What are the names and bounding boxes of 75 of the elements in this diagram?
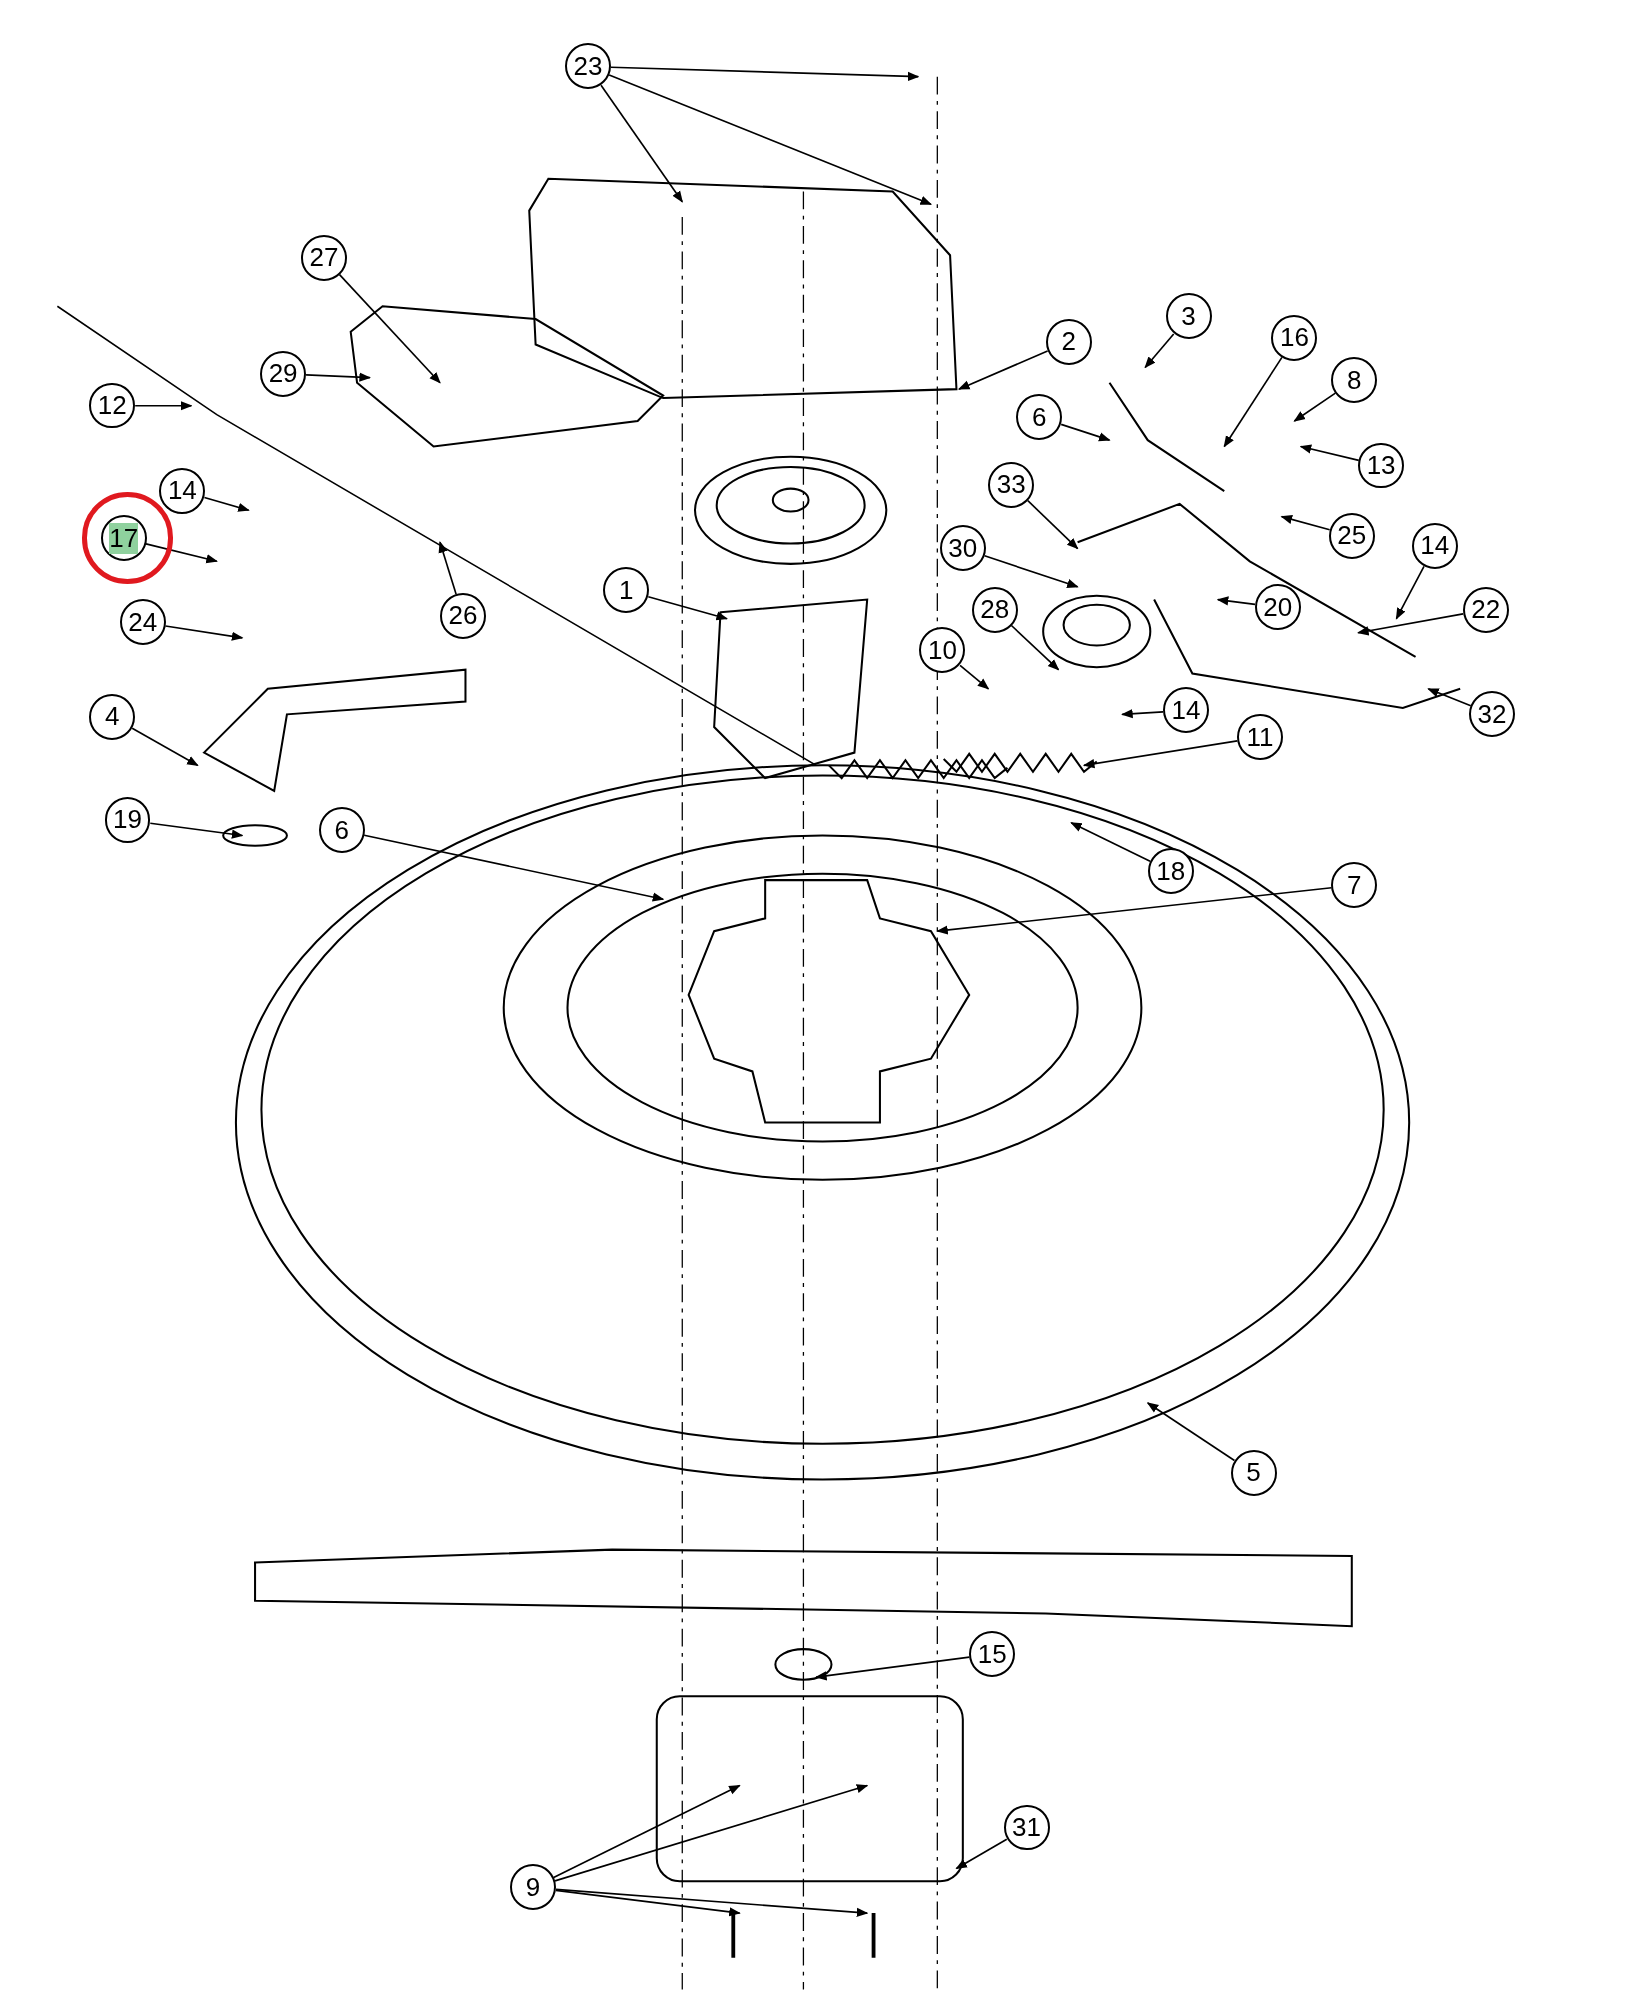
callout-number: 4 (89, 693, 136, 740)
leader-line (1144, 333, 1175, 369)
callout-number: 33 (988, 461, 1035, 508)
callout-number: 15 (969, 1631, 1016, 1677)
leader-line (555, 1889, 741, 1917)
leader-line (1223, 356, 1283, 448)
leader-line (338, 273, 441, 384)
leader-line (647, 595, 728, 621)
leader-line (1427, 688, 1472, 707)
leader-line (1293, 392, 1337, 422)
leader-line (554, 1784, 869, 1882)
leader-line (1280, 514, 1331, 531)
leader-line (1357, 613, 1464, 636)
leader-line (608, 74, 933, 206)
callout-number: 3 (1165, 293, 1212, 340)
callout-number: 16 (1271, 315, 1318, 361)
callout-number: 2 (1045, 318, 1092, 365)
leader-line (815, 1656, 971, 1681)
callout-number: 11 (1237, 714, 1283, 761)
callout-number: 27 (300, 234, 347, 281)
leader-line (363, 834, 665, 902)
leader-line (1027, 499, 1079, 550)
callout-number: 1 (603, 567, 650, 614)
callout-number: 18 (1147, 848, 1194, 894)
callout-number: 10 (919, 627, 966, 674)
callout-number: 14 (1163, 687, 1209, 734)
callout-number: 25 (1328, 512, 1375, 559)
leader-line (610, 66, 920, 81)
callout-number: 14 (159, 468, 206, 514)
leader-line (1146, 1402, 1236, 1462)
callout-number: 6 (1016, 394, 1063, 440)
callout-number: 5 (1230, 1450, 1277, 1496)
leader-line (1010, 624, 1060, 671)
callout-number: 23 (564, 43, 611, 90)
leader-line (145, 543, 218, 564)
leader-line (983, 554, 1079, 588)
leader-line (555, 1888, 869, 1917)
callout-number: 14 (1411, 522, 1458, 569)
callout-number: 29 (260, 350, 307, 397)
leader-line (1299, 444, 1360, 462)
leader-line (1070, 821, 1151, 862)
callout-number: 17 (100, 515, 147, 562)
leader-line (1395, 565, 1425, 620)
leader-line (305, 372, 371, 382)
leader-line (438, 541, 457, 596)
callout-number: 12 (89, 382, 136, 429)
leader-line (1121, 709, 1164, 719)
leader-line (959, 664, 990, 690)
callout-number: 32 (1469, 691, 1515, 738)
leader-line (957, 350, 1049, 390)
callout-number: 13 (1358, 442, 1405, 489)
callout-number: 7 (1331, 862, 1378, 908)
leader-line (955, 1838, 1008, 1870)
callout-number: 24 (119, 599, 166, 646)
callout-number: 20 (1254, 584, 1301, 630)
callout-number: 26 (439, 593, 486, 639)
callout-number: 28 (971, 586, 1018, 633)
callout-number: 22 (1462, 586, 1509, 633)
leader-line (1060, 423, 1111, 442)
callout-number: 9 (510, 1864, 556, 1911)
leader-line (164, 625, 244, 641)
leader-line (131, 727, 199, 767)
leader-line (134, 401, 193, 411)
leader-line (203, 496, 250, 512)
callout-number: 8 (1331, 357, 1378, 403)
callout-number: 31 (1003, 1804, 1050, 1851)
leader-line (552, 1784, 741, 1879)
leader-line (936, 886, 1333, 935)
leader-line (600, 84, 684, 203)
leader-line (149, 822, 244, 839)
callout-number: 19 (104, 797, 151, 843)
callout-number: 30 (939, 525, 986, 572)
leader-line (1082, 740, 1239, 769)
leader-line (1216, 596, 1256, 606)
callout-number: 6 (318, 807, 365, 854)
